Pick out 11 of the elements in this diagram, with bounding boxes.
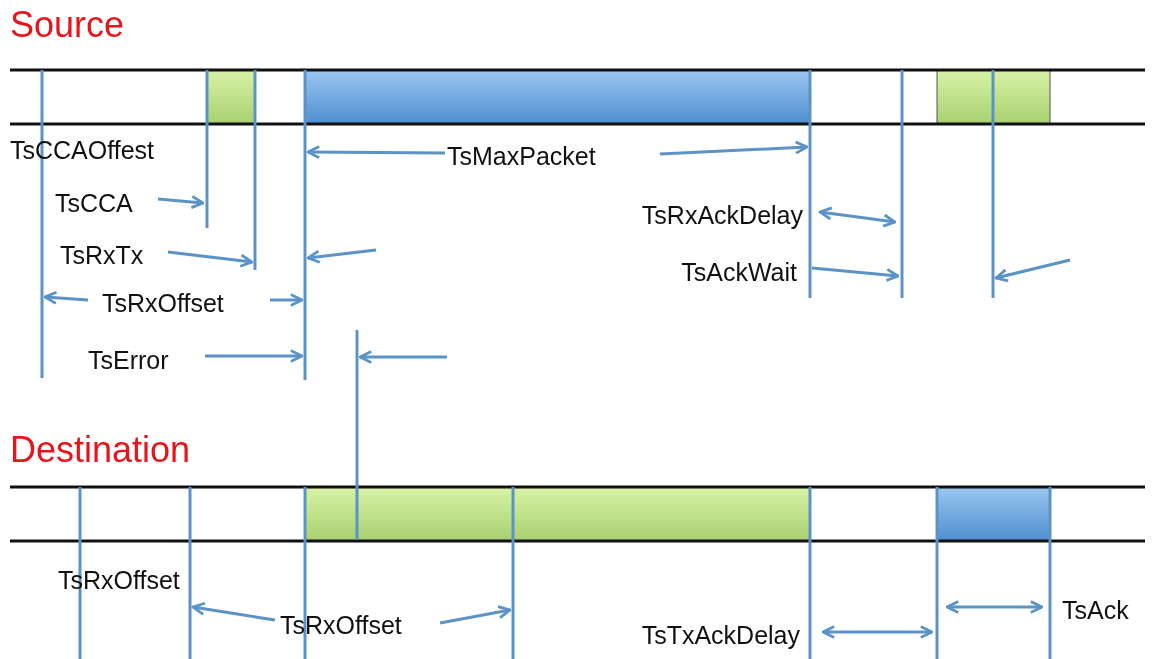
timing-label: TsRxTx [60,240,144,270]
timing-label: TsCCA [55,188,133,218]
timing-label: TsAckWait [681,257,797,287]
timing-label: TsError [88,345,169,375]
section-heading: Destination [10,430,191,470]
timing-label: TsAck [1062,595,1129,625]
timing-label: TsRxAckDelay [641,200,803,230]
timing-label: TsTxAckDelay [641,620,800,650]
timing-label: TsMaxPacket [447,141,596,171]
section-heading: Source [10,5,125,45]
timing-label: TsRxOffset [102,288,224,318]
